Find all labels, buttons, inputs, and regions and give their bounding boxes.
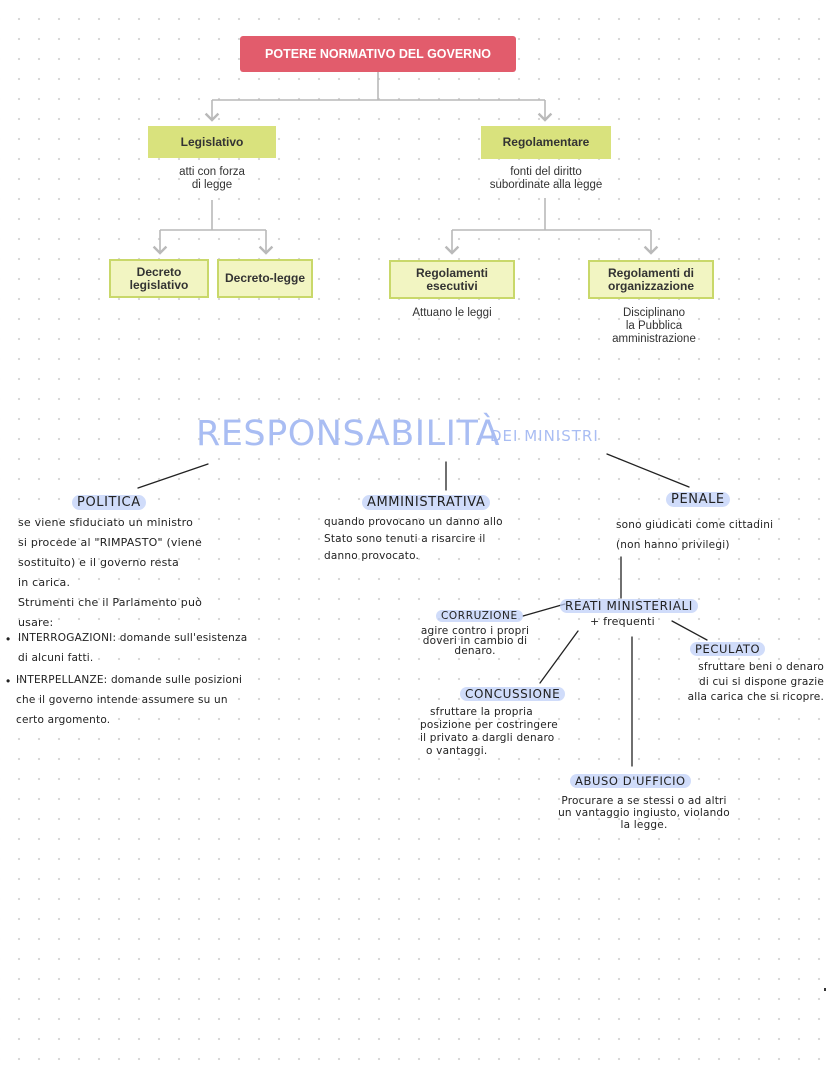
penale-heading: PENALE xyxy=(666,490,730,510)
abuso-heading: ABUSO D'UFFICIO xyxy=(570,771,691,791)
peculato-heading: PECULATO xyxy=(690,639,766,659)
decreto-legge-label: Decreto-legge xyxy=(224,271,306,285)
regolamenti-organizzazione-node: Regolamenti di organizzazione xyxy=(588,260,714,299)
regolamenti-esecutivi-desc: Attuano le leggi xyxy=(412,307,492,319)
notes-title-sub: DEI MINISTRI xyxy=(490,427,599,445)
regolamentare-node: Regolamentare xyxy=(481,126,611,159)
peculato-text: sfruttare beni o denaro di cui si dispon… xyxy=(687,661,824,703)
root-label: POTERE NORMATIVO DEL GOVERNO xyxy=(265,46,491,61)
abuso-text: Procurare a se stessi o ad altri un vant… xyxy=(558,795,730,831)
concept-map-connectors xyxy=(152,72,659,255)
line-to-politica xyxy=(137,463,209,489)
decreto-legislativo-label: Decreto legislativo xyxy=(129,264,189,292)
politica-bullet-interpellanze: INTERPELLANZE: domande sulle posizioni c… xyxy=(16,674,243,726)
bullet-dot-icon: • xyxy=(6,632,11,646)
regolamenti-organizzazione-label: Regolamenti di organizzazione xyxy=(607,265,694,293)
legislativo-node: Legislativo xyxy=(148,126,276,158)
reati-heading: REATI MINISTERIALI xyxy=(560,596,698,616)
decreto-legislativo-node: Decreto legislativo xyxy=(109,259,209,298)
line-to-penale xyxy=(606,453,690,488)
corruzione-text: agire contro i propri doveri in cambio d… xyxy=(420,625,530,657)
line-reati-peculato xyxy=(671,620,708,641)
politica-bullet-interrogazioni: INTERROGAZIONI: domande sull'esistenza d… xyxy=(18,632,248,664)
notes-title: RESPONSABILITÀ xyxy=(196,414,501,454)
stray-mark xyxy=(824,988,826,991)
concussione-text: sfruttare la propria posizione per costr… xyxy=(420,706,558,757)
root-node: POTERE NORMATIVO DEL GOVERNO xyxy=(240,36,516,72)
legislativo-desc: atti con forza di legge xyxy=(179,166,245,191)
amministrativa-text: quando provocano un danno allo Stato son… xyxy=(324,516,503,562)
regolamenti-organizzazione-desc: Disciplinano la Pubblica amministrazione xyxy=(612,307,696,345)
reati-sub: + frequenti xyxy=(590,615,655,628)
regolamenti-esecutivi-node: Regolamenti esecutivi xyxy=(389,260,515,299)
legislativo-label: Legislativo xyxy=(180,134,244,149)
regolamentare-desc: fonti del diritto subordinate alla legge xyxy=(489,166,603,191)
decreto-legge-node: Decreto-legge xyxy=(217,259,313,298)
regolamenti-esecutivi-label: Regolamenti esecutivi xyxy=(415,265,488,293)
amministrativa-heading: AMMINISTRATIVA xyxy=(362,493,491,513)
line-reati-corruzione xyxy=(522,603,566,617)
concussione-heading: CONCUSSIONE xyxy=(460,684,566,704)
corruzione-heading: CORRUZIONE xyxy=(436,606,523,626)
bullet-dot-icon: • xyxy=(6,674,11,688)
regolamentare-label: Regolamentare xyxy=(502,135,590,149)
politica-text: se viene sfiduciato un ministro si proce… xyxy=(18,516,203,629)
penale-text: sono giudicati come cittadini (non hanno… xyxy=(616,519,774,551)
politica-heading: POLITICA xyxy=(72,493,146,513)
